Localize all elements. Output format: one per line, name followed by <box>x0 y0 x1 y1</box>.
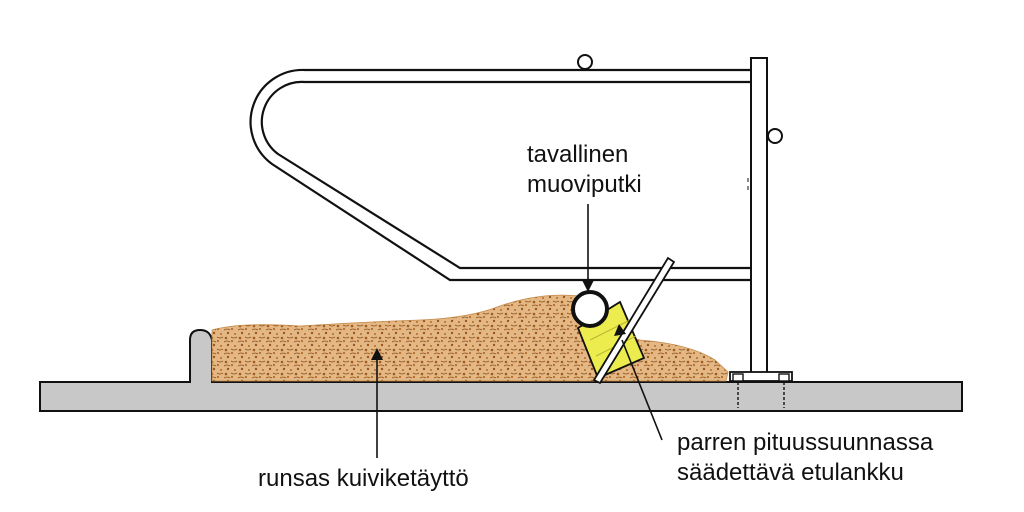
pipe-label-line2: muoviputki <box>527 171 642 198</box>
pipe-label: tavallinen muoviputki <box>527 140 642 200</box>
plank-support-bar <box>592 256 676 385</box>
bedding-label-text: runsas kuiviketäyttö <box>258 465 469 492</box>
ring-fitting-side <box>767 128 783 144</box>
frame-tube-outer <box>249 68 752 282</box>
frame-tube-inner <box>260 80 752 270</box>
bedding-label: runsas kuiviketäyttö <box>258 464 469 494</box>
plank-label-line1: parren pituussuunnassa <box>677 429 934 456</box>
plank-label: parren pituussuunnassa säädettävä etulan… <box>677 428 933 488</box>
bedding-fill <box>211 294 729 382</box>
plastic-pipe <box>571 290 609 328</box>
plank-label-line2: säädettävä etulankku <box>677 459 904 486</box>
anchor-bolts <box>732 373 790 408</box>
leader-arrows <box>371 204 663 458</box>
pipe-label-line1: tavallinen <box>527 141 629 168</box>
vertical-post <box>750 57 768 377</box>
post-base-plate <box>729 371 793 382</box>
ring-fitting-top <box>577 54 593 70</box>
